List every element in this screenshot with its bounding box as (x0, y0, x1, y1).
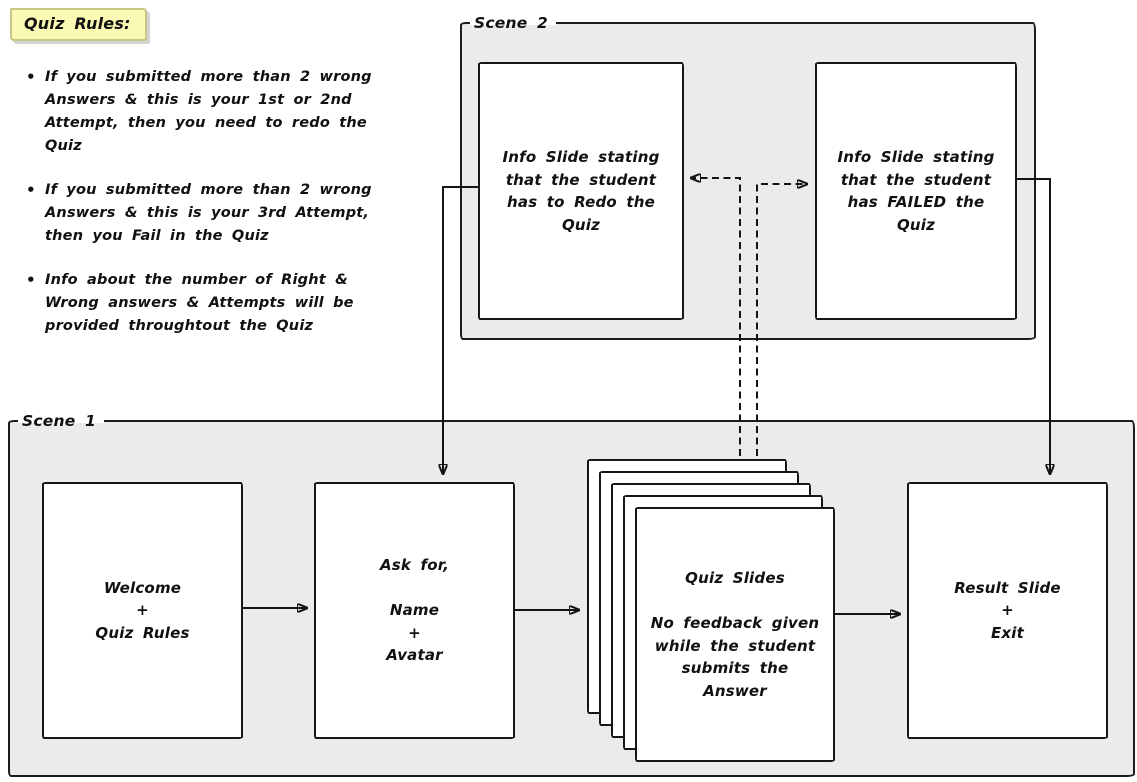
scene2-container: Scene 2 Info Slide stating that the stud… (460, 12, 1036, 340)
scene2-label: Scene 2 (470, 12, 556, 36)
slide-result-exit: Result Slide + Exit (907, 482, 1108, 739)
rule-text-1: If you submitted more than 2 wrong Answe… (45, 69, 372, 154)
slide-quiz-text: Quiz Slides No feedback given while the … (650, 569, 820, 700)
slide-redo-info: Info Slide stating that the student has … (478, 62, 684, 320)
quiz-rules-title: Quiz Rules: (24, 14, 131, 33)
bullet-dot-icon: • (26, 271, 36, 289)
slide-redo-text: Info Slide stating that the student has … (502, 148, 660, 234)
rule-text-3: Info about the number of Right & Wrong a… (45, 272, 354, 334)
rule-item-2: • If you submitted more than 2 wrong Ans… (26, 179, 426, 248)
slide-failed-text: Info Slide stating that the student has … (837, 148, 995, 234)
slide-ask-text: Ask for, Name + Avatar (379, 556, 450, 665)
rule-item-1: • If you submitted more than 2 wrong Ans… (26, 66, 426, 158)
rule-item-3: • Info about the number of Right & Wrong… (26, 269, 426, 338)
slide-welcome-text: Welcome + Quiz Rules (95, 578, 190, 642)
slide-welcome: Welcome + Quiz Rules (42, 482, 243, 739)
scene1-label: Scene 1 (18, 410, 104, 434)
slide-ask-name-avatar: Ask for, Name + Avatar (314, 482, 515, 739)
quiz-rules-note: Quiz Rules: (10, 8, 147, 41)
slide-result-text: Result Slide + Exit (954, 578, 1061, 642)
bullet-dot-icon: • (26, 181, 36, 199)
rule-text-2: If you submitted more than 2 wrong Answe… (45, 182, 372, 244)
slide-failed-info: Info Slide stating that the student has … (815, 62, 1017, 320)
quiz-rules-list: • If you submitted more than 2 wrong Ans… (26, 66, 426, 359)
bullet-dot-icon: • (26, 68, 36, 86)
slide-quiz-slides: Quiz Slides No feedback given while the … (635, 507, 835, 762)
scene1-container: Scene 1 Welcome + Quiz Rules Ask for, Na… (8, 410, 1135, 777)
